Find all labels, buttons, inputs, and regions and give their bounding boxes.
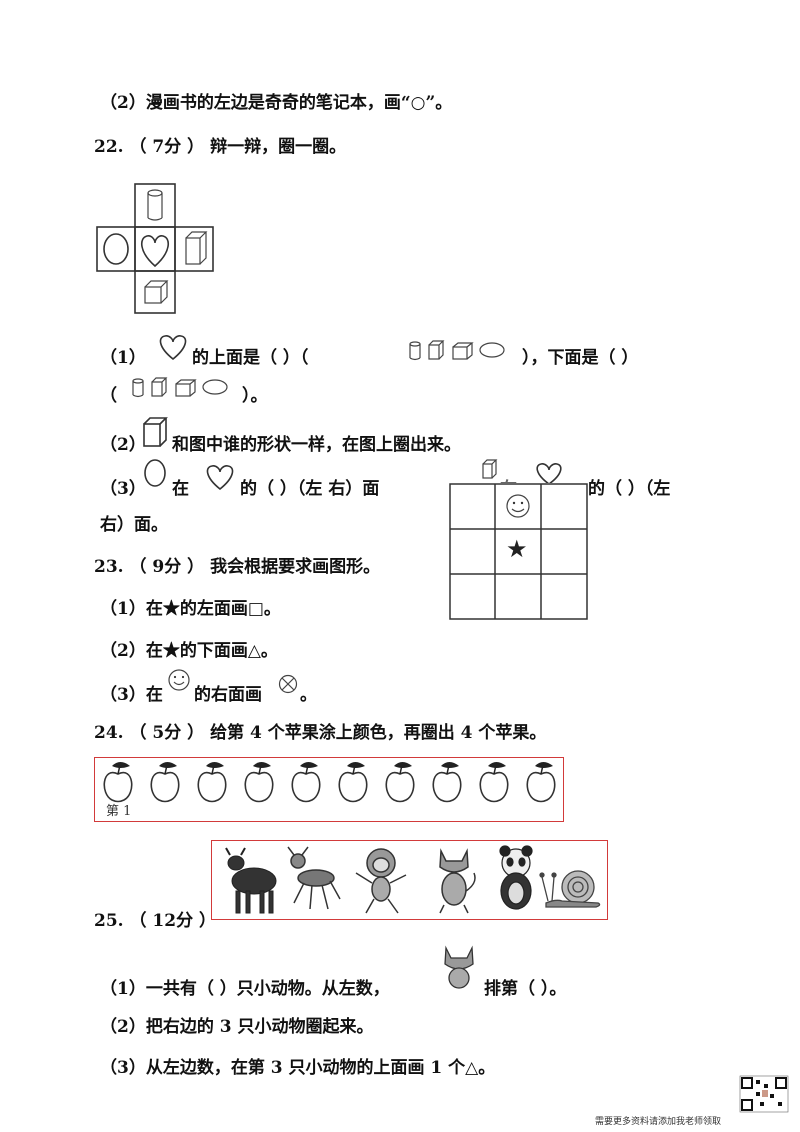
snail-icon [539,870,601,908]
apple-icon [197,762,227,803]
animal-row [225,845,601,914]
tall-box-icon [151,377,168,397]
panda-icon [499,845,533,910]
apple-row [103,762,556,803]
q22-sub1-top: 的上面是（ ）（ [192,348,309,368]
monkey-icon [355,848,407,914]
apple-icon [338,762,368,803]
apple-icon [385,762,415,803]
q24-title: 24. （ 5分 ） 给第 4 个苹果涂上颜色，再圈出 4 个苹果。 [94,723,547,743]
cube-net-figure [96,183,214,314]
apple-icon [244,762,274,803]
smiley-icon [168,669,190,691]
deer-icon [287,846,341,910]
cube-icon [452,342,474,360]
cow-icon [225,847,277,914]
q25-sub3: （3）从左边数，在第 3 只小动物的上面画 1 个△。 [100,1058,496,1078]
q22-title: 22. （ 7分 ） 辩一辩，圈一圈。 [94,137,347,157]
q25-sub2: （2）把右边的 3 只小动物圈起来。 [100,1017,374,1037]
apple-icon [291,762,321,803]
heart-icon [140,235,170,268]
heart-icon [206,465,234,491]
heart-icon [536,463,562,485]
q22-sub1-label: （1） [100,348,146,368]
q25-sub1-b: 排第（ ）。 [484,979,567,999]
q22-sub3-in: 在 [172,479,189,499]
circled-x-icon [278,674,298,694]
first-apple-label: 第 1 [106,804,132,819]
qr-code-icon [739,1075,789,1113]
q25-title: 25. （ 12分 ） [94,911,216,931]
shape-options-icon-2 [132,377,228,398]
cube-icon [175,379,197,397]
heart-icon [159,335,187,361]
q23-sub1: （1）在★的左面画□。 [100,599,281,619]
q22-sub2-text: 和图中谁的形状一样，在图上圈出来。 [172,435,461,455]
apple-icon [526,762,556,803]
q25-animal-box [211,840,608,920]
tall-box-icon [143,417,168,447]
cylinder-icon [132,378,144,398]
q21-sub2: （2）漫画书的左边是奇奇的笔记本，画“○”。 [100,93,453,113]
q22-sub3-dir2: 的（ ）（左 [588,479,671,499]
q22-sub1-open: （ [100,386,117,406]
shape-options-icon [409,340,505,361]
footer-text: 需要更多资料请添加我老师领取 [595,1117,722,1127]
q23-sub3-c: 。 [300,685,317,705]
tall-box-icon [428,340,445,360]
q22-sub3-end: 右）面。 [100,515,168,535]
q24-apple-box [94,757,564,822]
circle-icon [202,379,228,395]
cylinder-icon [409,341,421,361]
apple-icon [103,762,133,803]
apple-icon [479,762,509,803]
tall-box-icon [185,231,208,265]
tall-box-icon [482,459,498,479]
cat-icon [439,848,476,914]
q23-title: 23. （ 9分 ） 我会根据要求画图形。 [94,557,381,577]
q23-sub3-b: 的右面画 [194,685,262,705]
q22-sub2-label: （2） [100,435,146,455]
q22-sub3-dir1: 的（ ）（左 右）面 [240,479,380,499]
cylinder-icon [147,189,163,221]
circle-icon [479,342,505,358]
q23-sub2: （2）在★的下面画△。 [100,641,278,661]
cube-icon [144,280,169,304]
q23-sub3-a: （3）在 [100,685,163,705]
q25-sub1-a: （1）一共有（ ）只小动物。从左数， [100,979,390,999]
star-icon: ★ [506,535,528,563]
q23-grid [449,483,589,621]
apple-icon [150,762,180,803]
cat-icon [444,945,474,989]
circle-icon [144,459,166,487]
q22-sub1-close: ）。 [242,386,268,406]
q22-sub3-label: （3） [100,479,146,499]
circle-icon [103,233,129,265]
apple-icon [432,762,462,803]
smiley-icon [506,494,530,518]
q22-sub1-bottom: ），下面是（ ） [522,348,639,368]
